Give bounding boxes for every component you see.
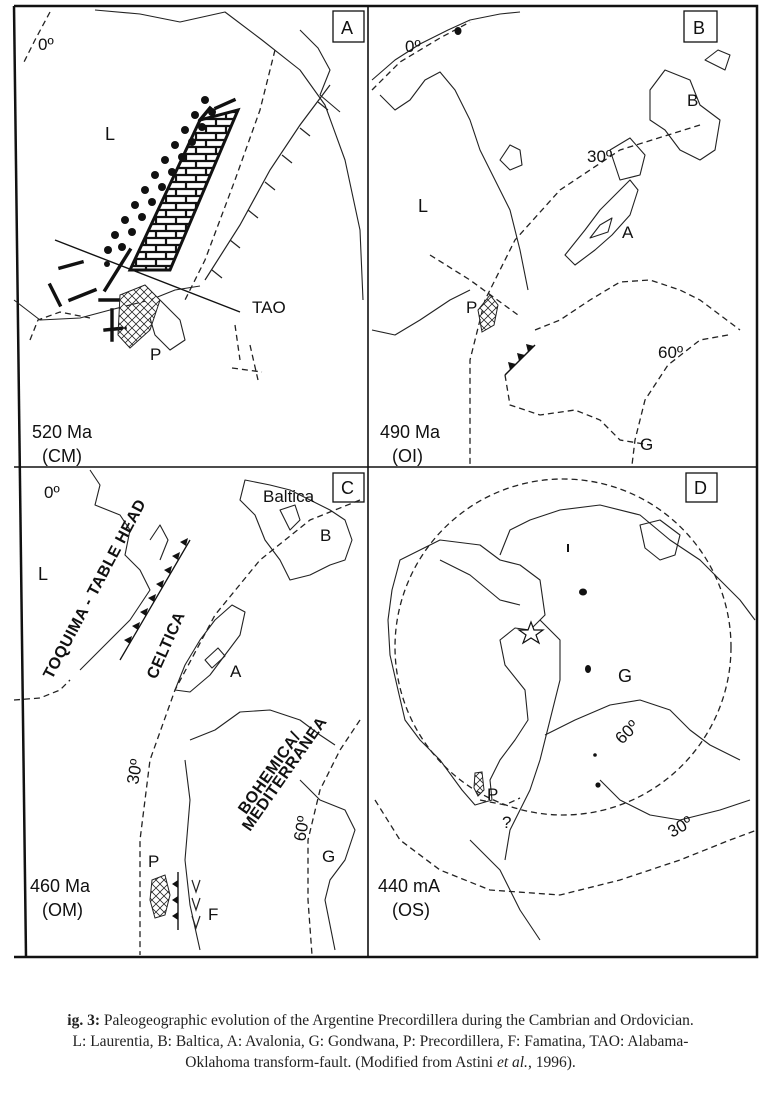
caption-label: ig. 3: — [67, 1012, 100, 1029]
caption-line-3a: Oklahoma transform-fault. (Modified from… — [185, 1054, 497, 1071]
panel-c-age-label: 460 Ma — [30, 876, 91, 896]
panel-a-letter: A — [341, 18, 353, 38]
panel-c-laurentia-label: L — [38, 564, 48, 584]
panel-d-letter-box — [685, 472, 718, 503]
panel-b-precordillera-block — [477, 294, 499, 333]
panel-d-precordillera-label: P — [487, 785, 498, 804]
caption-line-1-text: Paleogeographic evolution of the Argenti… — [100, 1012, 694, 1029]
paleogeographic-figure: A — [12, 4, 759, 959]
figure-caption: ig. 3: Paleogeographic evolution of the … — [0, 1010, 761, 1073]
panel-a-clastic-belt — [104, 96, 216, 267]
panel-c-lat30-label: 30º — [123, 758, 146, 786]
panel-c-period-label: (OM) — [42, 900, 83, 920]
panel-c-lat60-label: 60º — [290, 815, 313, 843]
panel-d-age-label: 440 mA — [378, 876, 440, 896]
panel-b-equator-label: 0º — [405, 37, 421, 56]
panel-grid — [12, 4, 759, 959]
panel-d-period-label: (OS) — [392, 900, 430, 920]
panel-c-precordillera-label: P — [148, 852, 159, 871]
panel-c-gondwana-label: G — [322, 847, 335, 866]
panel-b-letter: B — [693, 18, 705, 38]
caption-line-2: L: Laurentia, B: Baltica, A: Avalonia, G… — [72, 1033, 689, 1050]
panel-c-equator-label: 0º — [44, 483, 60, 502]
star-locality-icon — [517, 620, 545, 645]
panel-b-lat60-label: 60º — [658, 343, 683, 362]
panel-b-period-label: (OI) — [392, 446, 423, 466]
panel-b-age-label: 490 Ma — [380, 422, 441, 442]
panel-b-laurentia-label: L — [418, 196, 428, 216]
panel-a-precordillera-label: P — [150, 345, 161, 364]
panel-d-gondwana-label: G — [618, 666, 632, 686]
panel-c-celtica-label: CELTICA — [144, 609, 189, 681]
panel-a-period-label: (CM) — [42, 446, 82, 466]
panel-b-baltica-label: B — [687, 91, 698, 110]
caption-line-3b: et al. — [496, 1054, 528, 1071]
panel-c-baltica-label: B — [320, 526, 331, 545]
panel-c: C 0º L TOQUIMA - TABLE HEAD — [13, 469, 365, 956]
panel-b-avalonia-label: A — [622, 223, 634, 242]
panel-b-letter-box — [683, 10, 718, 43]
panel-a-precordillera-block — [117, 284, 161, 349]
panel-b-gondwana-label: G — [640, 435, 653, 454]
caption-line-1: ig. 3: Paleogeographic evolution of the … — [0, 1010, 761, 1031]
panel-d-unknown-label: ? — [502, 813, 511, 832]
panel-a-tao-label: TAO — [252, 298, 286, 317]
panel-a-age-label: 520 Ma — [32, 422, 93, 442]
panel-d: D G 60º P ? 30º 440 mA (OS) — [374, 472, 758, 941]
panel-c-famatina-label: F — [208, 905, 218, 924]
panel-c-baltica-name-label: Baltica — [263, 487, 315, 506]
panel-c-mediterranea-label: MEDITERRANEA — [239, 714, 330, 834]
caption-line-3c: , 1996). — [527, 1054, 576, 1071]
panel-a-laurentia-label: L — [105, 124, 115, 144]
panel-d-precordillera-block — [473, 771, 485, 797]
caption-line-3: Oklahoma transform-fault. (Modified from… — [0, 1052, 761, 1073]
panel-a: A — [13, 9, 365, 466]
panel-d-letter: D — [694, 478, 707, 498]
panel-c-avalonia-label: A — [230, 662, 242, 681]
panel-b-lat30-label: 30º — [587, 147, 612, 166]
panel-c-precordillera-block — [149, 874, 171, 919]
panel-a-equator-label: 0º — [38, 35, 54, 54]
panel-a-letter-box — [332, 10, 365, 43]
panel-c-letter: C — [341, 478, 354, 498]
panel-b: B 0º L B 30º A P 60º G — [371, 10, 741, 466]
panel-d-lat60-label: 60º — [611, 717, 642, 748]
panel-c-letter-box — [332, 472, 365, 503]
panel-b-precordillera-label: P — [466, 298, 477, 317]
